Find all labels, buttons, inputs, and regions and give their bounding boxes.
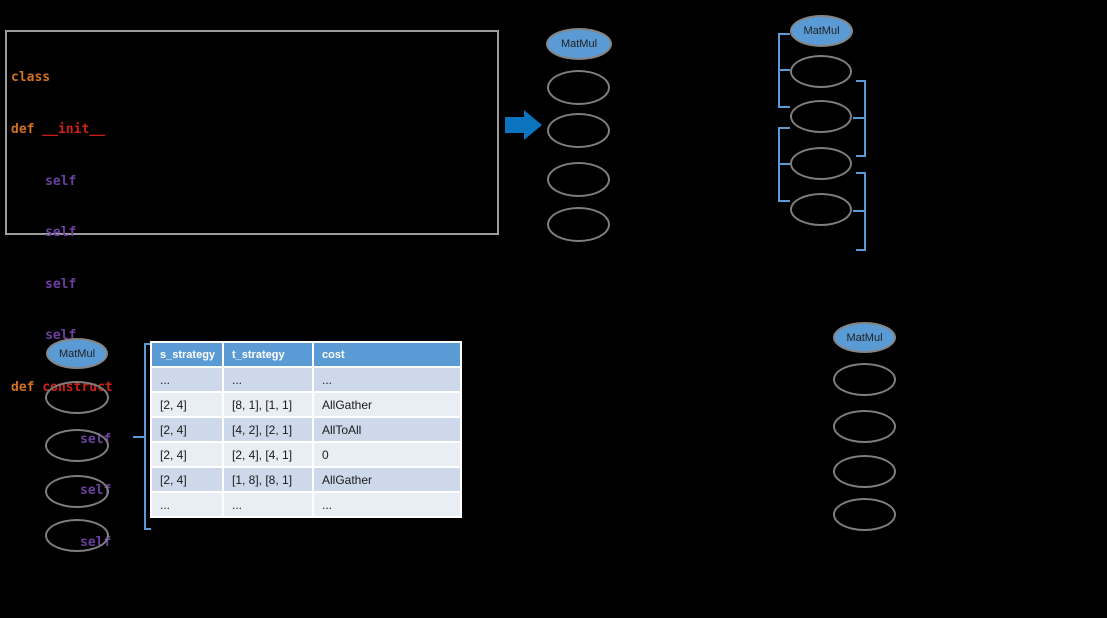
table-cell: [4, 2], [2, 1] <box>222 416 314 443</box>
table-cell: AllToAll <box>312 416 462 443</box>
table-cell: [2, 4] <box>150 466 224 493</box>
code-token-self: self <box>45 225 77 241</box>
table-row: ... ... ... <box>150 491 462 518</box>
strategy-ellipse <box>547 162 610 197</box>
grouping-bracket-left-2 <box>778 127 790 202</box>
column-header-s-strategy: s_strategy <box>150 341 224 368</box>
table-cell: [2, 4] <box>150 391 224 418</box>
strategy-ellipse <box>833 410 896 443</box>
matmul-node: MatMul <box>46 338 108 369</box>
table-row: [2, 4] [2, 4], [4, 1] 0 <box>150 441 462 468</box>
matmul-node: MatMul <box>833 322 896 353</box>
matmul-node: MatMul <box>790 15 853 47</box>
table-cell: ... <box>312 491 462 518</box>
table-row: ... ... ... <box>150 366 462 393</box>
table-cell: [2, 4], [4, 1] <box>222 441 314 468</box>
matmul-label: MatMul <box>58 347 96 360</box>
table-row: [2, 4] [1, 8], [8, 1] AllGather <box>150 466 462 493</box>
strategy-ellipse <box>790 147 852 180</box>
code-line: self <box>11 224 497 241</box>
table-cell: ... <box>312 366 462 393</box>
code-token-def: def <box>11 122 35 137</box>
table-grouping-bracket <box>133 343 151 530</box>
matmul-label: MatMul <box>846 331 883 344</box>
table-cell: ... <box>150 491 224 518</box>
table-row: [2, 4] [4, 2], [2, 1] AllToAll <box>150 416 462 443</box>
table-row: [2, 4] [8, 1], [1, 1] AllGather <box>150 391 462 418</box>
strategy-ellipse <box>833 498 896 531</box>
table-cell: ... <box>150 366 224 393</box>
strategy-ellipse <box>547 207 610 242</box>
matmul-label: MatMul <box>803 25 840 37</box>
strategy-ellipse <box>547 70 610 105</box>
strategy-ellipse <box>790 100 852 133</box>
table-cell: AllGather <box>312 466 462 493</box>
strategy-ellipse <box>45 519 109 552</box>
column-header-t-strategy: t_strategy <box>222 341 314 368</box>
matmul-node: MatMul <box>546 28 612 60</box>
strategy-ellipse <box>833 363 896 396</box>
right-arrow-icon <box>505 110 542 140</box>
strategy-ellipse <box>790 193 852 226</box>
grouping-bracket-left-1 <box>778 33 790 108</box>
column-header-cost: cost <box>312 341 462 368</box>
strategy-ellipse <box>45 429 109 462</box>
strategy-table: s_strategy t_strategy cost ... ... ... [… <box>150 341 462 518</box>
grouping-bracket-right-1 <box>853 80 866 157</box>
grouping-bracket-right-2 <box>853 172 866 251</box>
strategy-ellipse <box>45 475 109 508</box>
table-cell: [8, 1], [1, 1] <box>222 391 314 418</box>
table-cell: [2, 4] <box>150 416 224 443</box>
code-token-def: def <box>11 379 35 395</box>
table-cell: [2, 4] <box>150 441 224 468</box>
strategy-ellipse <box>547 113 610 148</box>
table-cell: [1, 8], [8, 1] <box>222 466 314 493</box>
code-line: self <box>11 173 497 190</box>
matmul-label: MatMul <box>560 38 598 50</box>
code-token-class: class <box>11 70 51 86</box>
table-cell: ... <box>222 366 314 393</box>
strategy-ellipse <box>790 55 852 88</box>
table-cell: ... <box>222 491 314 518</box>
code-line: def __init__ <box>11 121 497 138</box>
table-cell: AllGather <box>312 391 462 418</box>
code-line: class <box>11 69 497 86</box>
code-token-self: self <box>45 173 77 189</box>
strategy-ellipse <box>45 381 109 414</box>
table-cell: 0 <box>312 441 462 468</box>
code-token-init: __init__ <box>34 122 105 137</box>
table-header-row: s_strategy t_strategy cost <box>150 341 462 368</box>
code-line: self <box>11 276 497 293</box>
code-token-self: self <box>45 276 77 292</box>
strategy-ellipse <box>833 455 896 488</box>
